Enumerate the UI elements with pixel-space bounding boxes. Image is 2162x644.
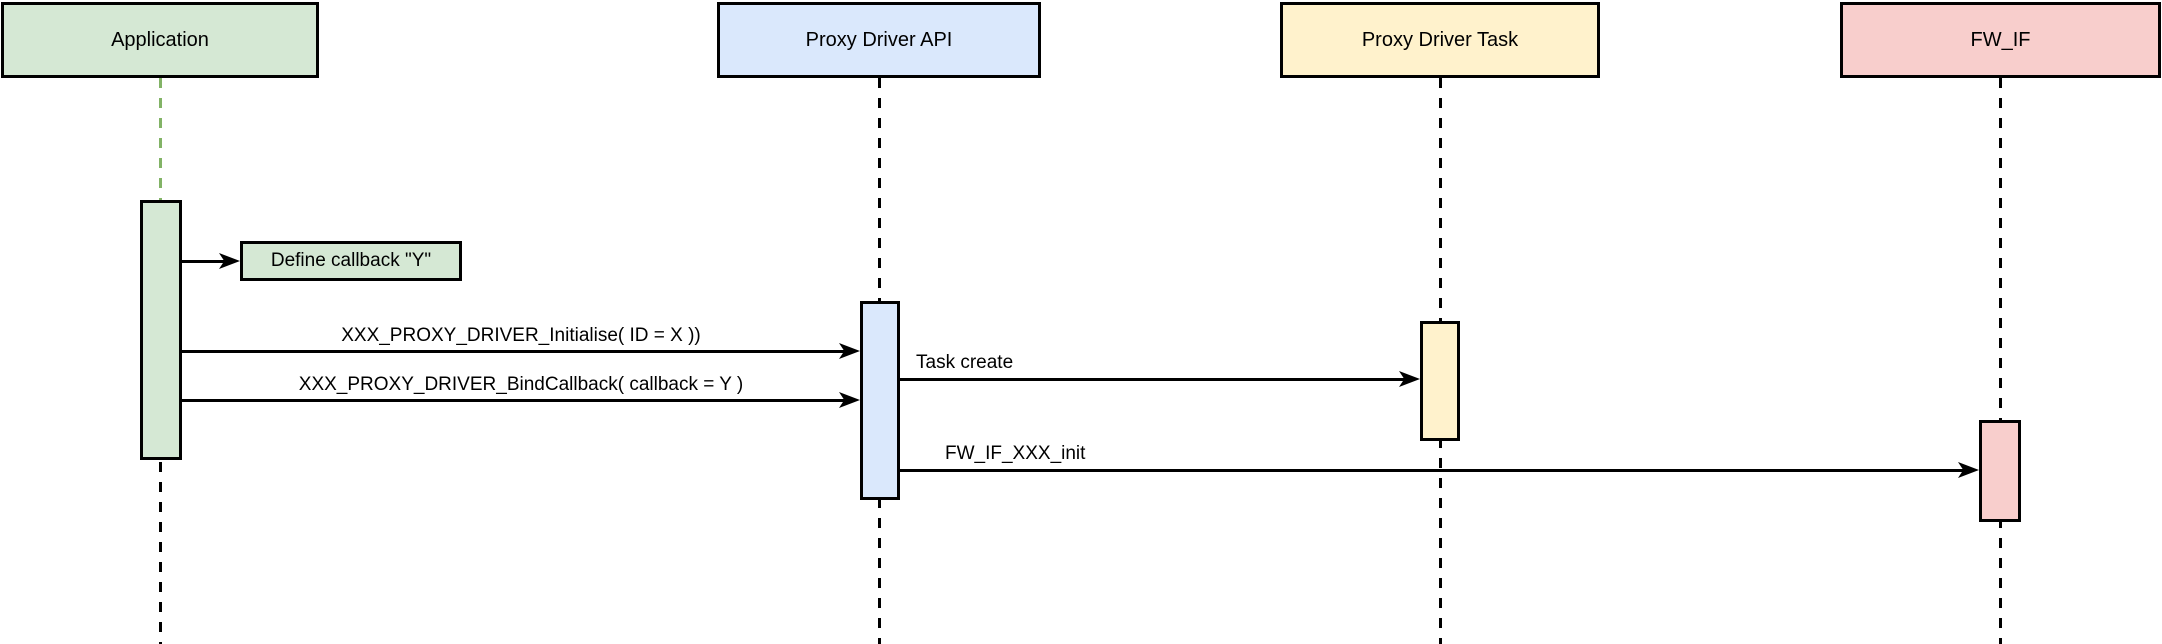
arrow-shaft [182,398,846,402]
message-arrow-fw-if-init [900,462,1979,478]
participant-proxy-driver-api: Proxy Driver API [717,2,1041,78]
activation-application [140,200,182,460]
arrow-shaft [182,259,226,263]
participant-fw-if: FW_IF [1840,2,2161,78]
activation-fw-if [1979,420,2021,522]
message-arrow-initialise [182,343,860,359]
message-label-task-create: Task create [916,352,1014,373]
message-arrow-task-create [900,371,1420,387]
message-label-fw-if-init: FW_IF_XXX_init [945,443,1086,464]
note-define-callback: Define callback "Y" [240,241,462,281]
participant-proxy-driver-task: Proxy Driver Task [1280,2,1600,78]
lifeline-fw-if [1999,78,2002,644]
lifeline-application-upper [159,78,162,202]
activation-proxy-driver-api [860,301,900,500]
participant-application: Application [1,2,319,78]
activation-proxy-driver-task [1420,321,1460,441]
message-arrow-bind-callback [182,392,860,408]
message-label-initialise: XXX_PROXY_DRIVER_Initialise( ID = X )) [341,325,701,346]
message-label-bind-callback: XXX_PROXY_DRIVER_BindCallback( callback … [298,374,744,395]
arrow-shaft [900,377,1406,381]
arrow-shaft [900,468,1965,472]
message-arrow-define-callback [182,253,240,269]
arrow-shaft [182,349,846,353]
